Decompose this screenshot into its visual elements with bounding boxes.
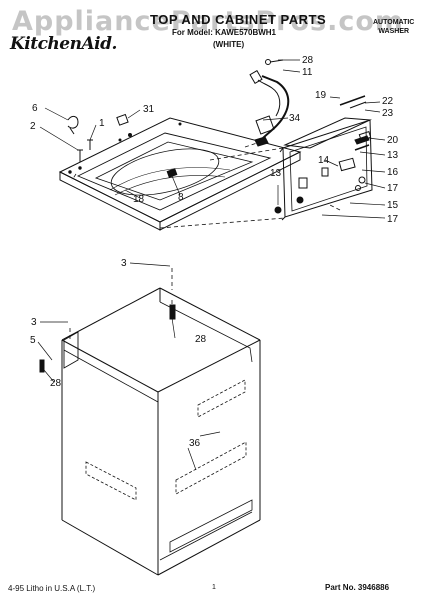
product-type: AUTOMATIC WASHER [373,18,414,36]
callout-3-upper: 3 [121,258,127,269]
callout-2: 2 [30,121,36,132]
callout-22: 22 [382,96,394,107]
callout-16: 16 [387,167,399,178]
callout-1: 1 [99,118,105,129]
wire-harness [249,59,290,147]
model-subtitle: For Model: KAWE570BWH1 [172,28,277,37]
footer-part-number: Part No. 3946886 [325,583,390,592]
callout-14: 14 [318,155,330,166]
callout-17-lower: 17 [387,214,399,225]
callout-28-top: 28 [302,55,314,66]
callout-28-middle: 28 [195,334,207,345]
callout-18: 18 [133,194,145,205]
callout-15: 15 [387,200,399,211]
product-line-2: WASHER [378,28,410,35]
alignment-lines [69,141,341,340]
callout-17-upper: 17 [387,183,399,194]
callout-3-lower: 3 [31,317,37,328]
callout-6: 6 [32,103,38,114]
footer-page-number: 1 [212,584,216,591]
cabinet [39,287,261,576]
callout-20: 20 [387,135,399,146]
callout-31: 31 [143,104,155,115]
callout-5: 5 [30,335,36,346]
color-label: (WHITE) [213,40,245,49]
watermark-text: AppliancePartsPros.com [12,6,405,37]
callout-13-right: 13 [387,150,399,161]
product-line-1: AUTOMATIC [373,19,415,26]
callout-36: 36 [189,438,201,449]
callout-23: 23 [382,108,394,119]
callout-28-lower: 28 [50,378,62,389]
callout-11: 11 [302,67,313,78]
callout-8: 8 [178,192,184,203]
page-title: TOP AND CABINET PARTS [150,12,327,27]
leader-lines [37,59,386,471]
footer-litho: 4-95 Litho in U.S.A (L.T.) [8,584,96,593]
callout-13-left: 13 [270,168,282,179]
brand-logo: KitchenAid. [10,34,117,54]
washer-top [58,117,302,231]
callout-34: 34 [289,113,301,124]
hinge-parts [67,113,129,162]
control-console [274,95,373,221]
callout-19: 19 [315,90,327,101]
